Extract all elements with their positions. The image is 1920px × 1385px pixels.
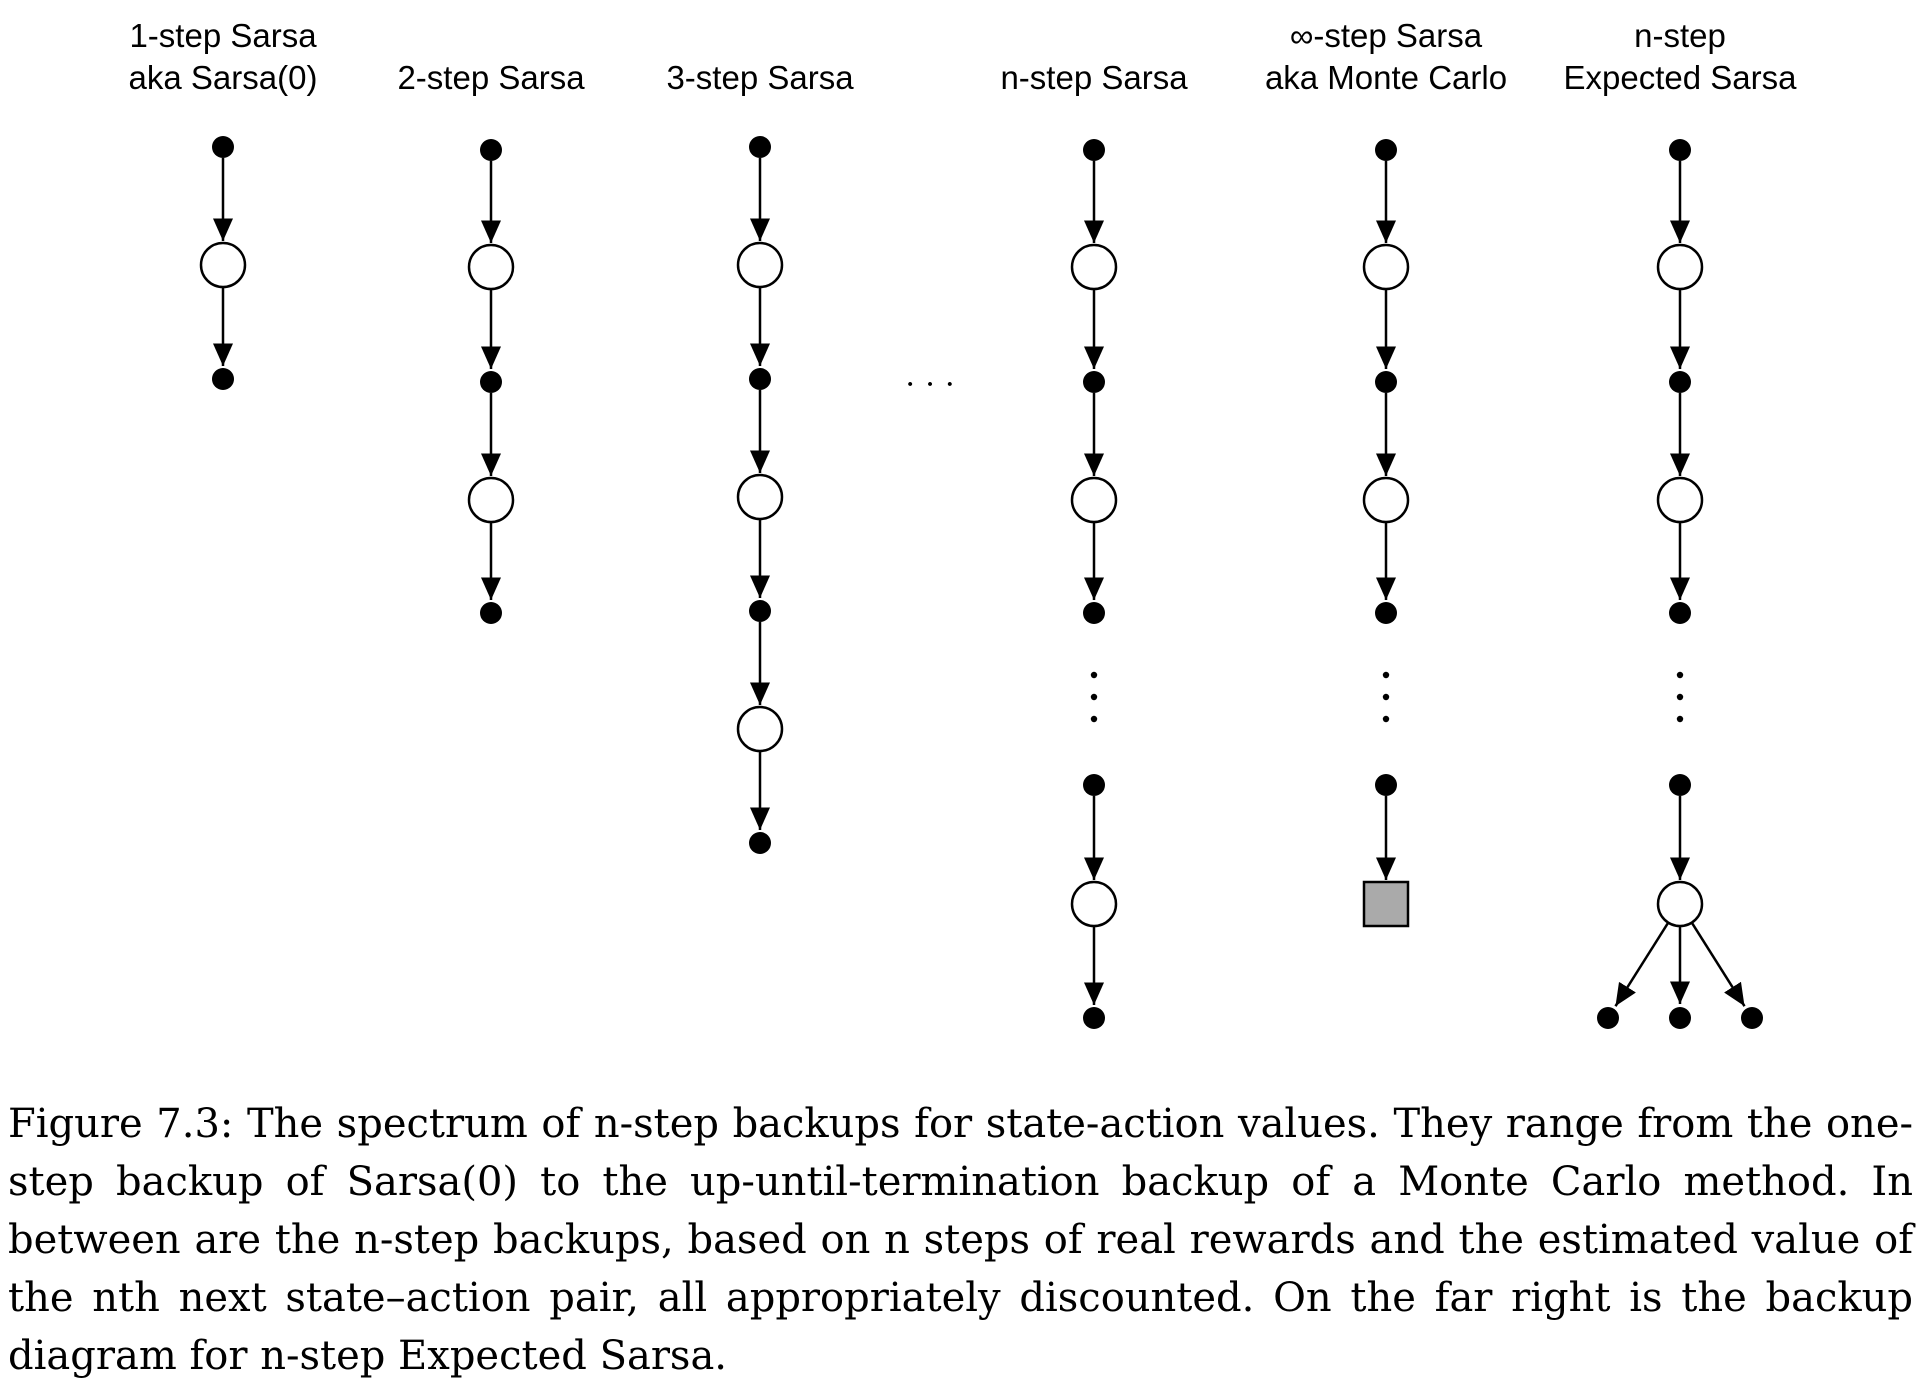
state-node: [1083, 774, 1105, 796]
vertical-ellipsis-dot: [1090, 671, 1098, 679]
title-line: 2-step Sarsa: [397, 59, 585, 96]
state-node: [749, 368, 771, 390]
state-node: [1375, 371, 1397, 393]
vertical-ellipsis-dot: [1090, 715, 1098, 723]
state-node: [1669, 371, 1691, 393]
branch-arrow: [1690, 921, 1746, 1007]
action-node: [1362, 476, 1410, 524]
vertical-ellipsis-dot: [1090, 693, 1098, 701]
leaf-state-node: [1741, 1007, 1763, 1029]
title-line: aka Sarsa(0): [128, 59, 318, 96]
state-node: [749, 600, 771, 622]
state-node: [1669, 602, 1691, 624]
state-node: [1669, 139, 1691, 161]
title-line: 1-step Sarsa: [129, 17, 317, 54]
vertical-ellipsis-dot: [1382, 671, 1390, 679]
action-node: [467, 243, 515, 291]
title-line: Expected Sarsa: [1563, 59, 1797, 96]
title-line: aka Monte Carlo: [1264, 59, 1508, 96]
state-node: [1375, 774, 1397, 796]
column-title-2-step-sarsa: 2-step Sarsa: [341, 57, 641, 99]
action-node: [1362, 243, 1410, 291]
state-node: [1083, 602, 1105, 624]
vertical-ellipsis-dot: [1676, 715, 1684, 723]
column-title-1-step-sarsa: 1-step Sarsa aka Sarsa(0): [73, 15, 373, 99]
vertical-ellipsis-dot: [1676, 693, 1684, 701]
action-node: [1070, 243, 1118, 291]
state-node: [480, 371, 502, 393]
column-title-n-step-sarsa: n-step Sarsa: [944, 57, 1244, 99]
action-node: [1656, 243, 1704, 291]
column-title-expected-sarsa: n-step Expected Sarsa: [1530, 15, 1830, 99]
action-node: [467, 476, 515, 524]
state-node: [480, 602, 502, 624]
state-node: [1083, 371, 1105, 393]
title-line: n-step Sarsa: [1000, 59, 1188, 96]
leaf-state-node: [1597, 1007, 1619, 1029]
action-node: [1656, 476, 1704, 524]
action-node: [736, 241, 784, 289]
state-node: [480, 139, 502, 161]
state-node: [1375, 602, 1397, 624]
backup-diagrams: · · ·: [199, 136, 1763, 1029]
title-line: n-step: [1634, 17, 1726, 54]
state-node: [212, 368, 234, 390]
vertical-ellipsis-dot: [1676, 671, 1684, 679]
leaf-state-node: [1669, 1007, 1691, 1029]
branch-arrow: [1614, 921, 1670, 1007]
vertical-ellipsis-dot: [1382, 715, 1390, 723]
action-node: [1656, 880, 1704, 928]
state-node: [1375, 139, 1397, 161]
action-node: [199, 241, 247, 289]
action-node: [736, 705, 784, 753]
vertical-ellipsis-dot: [1382, 693, 1390, 701]
column-title-monte-carlo: ∞-step Sarsa aka Monte Carlo: [1236, 15, 1536, 99]
action-node: [1070, 880, 1118, 928]
horizontal-ellipsis: · · ·: [905, 366, 956, 403]
state-node: [749, 136, 771, 158]
figure-caption: Figure 7.3: The spectrum of n-step backu…: [8, 1095, 1913, 1385]
state-node: [749, 832, 771, 854]
action-node: [736, 473, 784, 521]
action-node: [1070, 476, 1118, 524]
state-node: [1669, 774, 1691, 796]
state-node: [1083, 139, 1105, 161]
caption-label: Figure 7.3:: [8, 1101, 234, 1147]
title-line: ∞-step Sarsa: [1289, 17, 1483, 54]
column-title-3-step-sarsa: 3-step Sarsa: [610, 57, 910, 99]
state-node: [212, 136, 234, 158]
caption-text: The spectrum of n-step backups for state…: [8, 1101, 1914, 1379]
terminal-square: [1362, 880, 1410, 928]
state-node: [1083, 1007, 1105, 1029]
title-line: 3-step Sarsa: [666, 59, 854, 96]
